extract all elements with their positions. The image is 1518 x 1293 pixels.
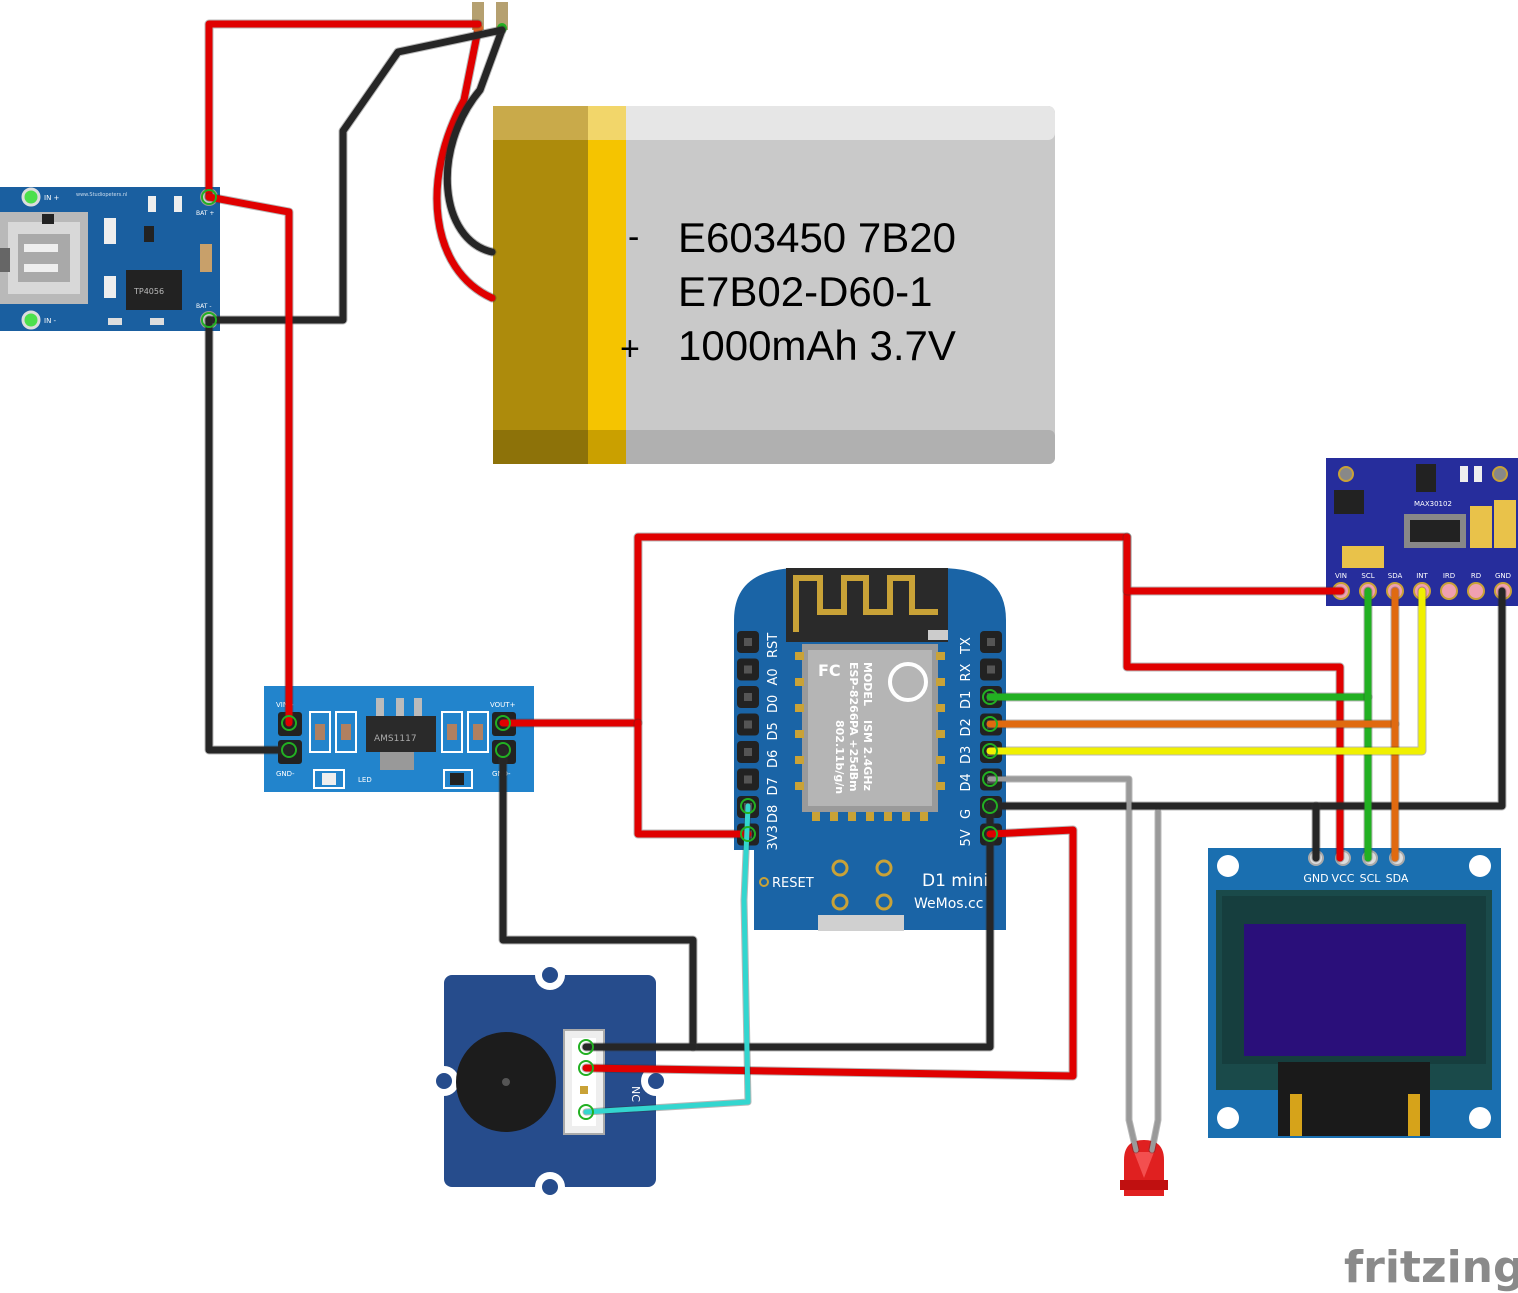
wemos-module-chip: ESP-8266 <box>847 662 860 721</box>
sensor-pin-label: SDA <box>1388 572 1403 580</box>
wemos-pin-d7[interactable]: D7 <box>737 768 781 796</box>
wemos-pin-d6[interactable]: D6 <box>737 741 781 768</box>
wemos-pin-label: D4 <box>959 773 974 791</box>
charger-brand-label: www.Studiopeters.nl <box>76 192 127 198</box>
red-led <box>1120 1140 1168 1196</box>
wemos-pin-label: D2 <box>959 718 974 736</box>
oled-pin-label: VCC <box>1332 872 1355 885</box>
charger-in-plus-label: IN + <box>44 194 60 202</box>
5v-red-wire[interactable] <box>582 826 1077 1080</box>
battery-line-3: 1000mAh 3.7V <box>678 322 956 369</box>
wemos-fc-mark: FC <box>818 661 841 680</box>
wemos-module-pads <box>795 652 945 821</box>
wemos-pin-label: 5V <box>959 829 974 846</box>
charger-bat-minus-label: BAT - <box>196 303 212 310</box>
wemos-module-wifi: 802.11b/g/n <box>833 720 846 794</box>
reg-gnd-black-wire[interactable] <box>499 746 994 1051</box>
wemos-pin-d0[interactable]: D0 <box>737 686 781 713</box>
wemos-d1-mini-board: FC MODEL ESP-8266 ISM 2.4GHz PA +25dBm 8… <box>734 568 1006 931</box>
battery-plus-label: + <box>620 330 640 368</box>
battery-line-1: E603450 7B20 <box>678 214 956 261</box>
wire-layer <box>201 2 1507 1154</box>
d3-int-yellow-wire[interactable] <box>986 587 1426 755</box>
buzzer-nc-label: NC <box>629 1086 642 1102</box>
sensor-pin-label: IRD <box>1443 572 1455 580</box>
wemos-board-brand: WeMos.cc <box>914 896 983 912</box>
wemos-pin-label: D5 <box>766 722 781 740</box>
grove-buzzer-module: NC <box>429 960 671 1202</box>
oled-display-module: GND VCC SCL SDA <box>1208 848 1501 1138</box>
wemos-module-ism: ISM 2.4GHz <box>861 720 874 791</box>
wemos-pin-d5[interactable]: D5 <box>737 713 781 741</box>
oled-pin-label: GND <box>1303 872 1328 885</box>
regulator-chip-label: AMS1117 <box>374 734 417 744</box>
charger-bat-plus-label: BAT + <box>196 210 214 217</box>
wemos-pin-label: D1 <box>959 691 974 709</box>
lipo-battery: - + E603450 7B20 E7B02-D60-1 1000mAh 3.7… <box>493 106 1055 464</box>
battery-black-lead[interactable] <box>443 26 506 256</box>
wemos-pin-label: 3V3 <box>766 825 781 850</box>
regulator-vin-label: VIN+ <box>276 701 294 709</box>
wemos-pin-label: RST <box>766 633 781 658</box>
vout-to-3v3-red-wire[interactable] <box>634 719 752 838</box>
wemos-board-name: D1 mini <box>922 871 988 891</box>
oled-pin-label: SDA <box>1386 872 1409 885</box>
sensor-pin-label: VIN <box>1335 572 1347 580</box>
battery-minus-label: - <box>628 218 639 256</box>
regulator-gnd-left-label: GND- <box>276 770 295 778</box>
d8-cyan-wire[interactable] <box>583 803 751 1115</box>
wemos-pin-label: RX <box>959 663 974 681</box>
max30102-sensor-board: MAX30102 VIN SCL SDA INT IRD RD GND <box>1326 458 1518 606</box>
charger-gnd-black-wire[interactable] <box>205 316 293 754</box>
wemos-reset-label: RESET <box>772 876 814 891</box>
battery-red-lead[interactable] <box>433 26 496 302</box>
sensor-pin-label: INT <box>1416 572 1428 580</box>
bat-plus-red-wire[interactable] <box>205 20 482 201</box>
regulator-led-label: LED <box>358 776 372 784</box>
sensor-pin-label: RD <box>1471 572 1481 580</box>
wemos-pin-label: D7 <box>766 777 781 795</box>
wemos-pin-label: D8 <box>766 805 781 823</box>
bat-minus-black-wire[interactable] <box>205 26 506 324</box>
sensor-pin-label: SCL <box>1361 572 1374 580</box>
wemos-pin-a0[interactable]: A0 <box>737 658 781 686</box>
charger-in-minus-label: IN - <box>44 317 57 325</box>
wemos-pin-label: D0 <box>766 695 781 713</box>
wemos-pin-label: G <box>959 809 974 819</box>
wemos-module-model: MODEL <box>861 662 874 706</box>
battery-line-2: E7B02-D60-1 <box>678 268 932 315</box>
wemos-module-pa: PA +25dBm <box>847 720 860 792</box>
fritzing-watermark: fritzing <box>1344 1242 1518 1293</box>
oled-pin-label: SCL <box>1360 872 1382 885</box>
tp4056-charger-board: TP4056 IN + IN - www.Studiopeters.nl BAT… <box>0 187 220 331</box>
wemos-pin-label: TX <box>959 637 974 655</box>
charger-chip-label: TP4056 <box>133 287 164 296</box>
sensor-pin-rd[interactable]: RD <box>1467 572 1485 600</box>
sensor-vin-red-wire[interactable] <box>1123 533 1345 595</box>
wemos-pin-rx[interactable]: RX <box>959 658 1002 682</box>
sensor-pin-ird[interactable]: IRD <box>1440 572 1458 600</box>
wemos-pin-label: A0 <box>766 668 781 685</box>
wemos-pin-rst[interactable]: RST <box>737 631 781 658</box>
g-black-wire[interactable] <box>986 587 1506 810</box>
regulator-vout-label: VOUT+ <box>490 701 516 709</box>
charger-vin-red-wire[interactable] <box>205 193 293 727</box>
ams1117-regulator-board: AMS1117 LED VIN+ GND- VOUT+ GND- <box>264 686 534 792</box>
sensor-chip-label: MAX30102 <box>1414 500 1452 508</box>
wemos-pin-label: D3 <box>959 746 974 764</box>
wemos-pin-tx[interactable]: TX <box>959 631 1002 655</box>
sensor-pin-label: GND <box>1495 572 1511 580</box>
wemos-logo <box>888 662 928 702</box>
wemos-pin-label: D6 <box>766 750 781 768</box>
led-gray-wire-2[interactable] <box>1149 809 1161 1153</box>
d4-gray-wire[interactable] <box>987 776 1139 1153</box>
